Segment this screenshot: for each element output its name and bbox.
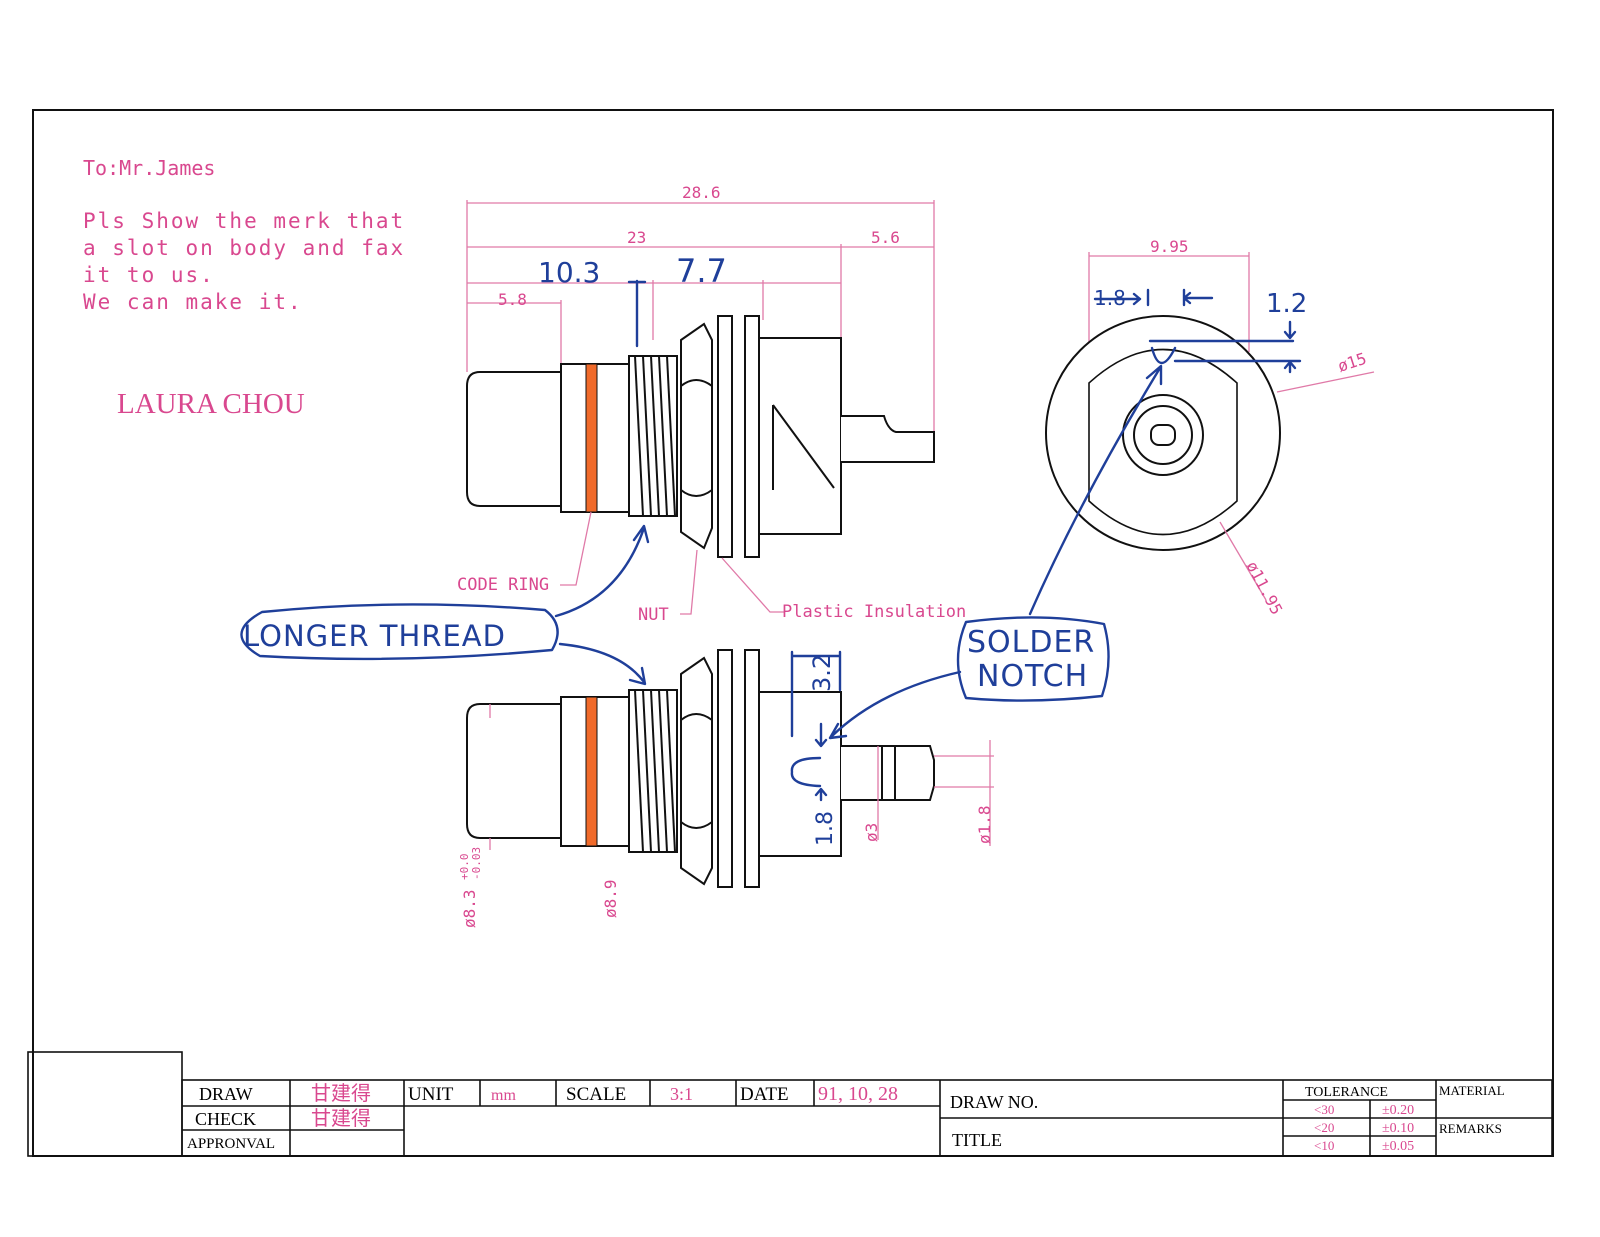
- dim-tip-dia: ø8.3: [460, 889, 479, 928]
- draw-label: DRAW: [199, 1084, 253, 1104]
- center-pin: [1150, 424, 1176, 446]
- nut-2: [680, 656, 713, 886]
- solder-notch-text-1: SOLDER: [967, 625, 1095, 660]
- date-label: DATE: [740, 1084, 789, 1105]
- tol-range-3: <10: [1314, 1138, 1334, 1153]
- note-line-4: We can make it.: [83, 290, 303, 314]
- dim-body-length: 23: [627, 228, 646, 247]
- note-line-1: Pls Show the merk that: [83, 209, 405, 233]
- pin-tip: [881, 745, 935, 801]
- outer-flange: [1045, 315, 1281, 551]
- callout-solder-notch: SOLDER NOTCH: [828, 364, 1163, 740]
- dim-tip-tol-plus: +0.0: [458, 854, 471, 881]
- unit-value: mm: [491, 1087, 516, 1104]
- check-name: 甘建得: [311, 1107, 371, 1130]
- tol-range-2: <20: [1314, 1120, 1334, 1135]
- notch-sketch: [1150, 346, 1177, 365]
- note-to: To:Mr.James: [83, 156, 215, 180]
- body-outline: [1088, 348, 1238, 536]
- note-line-3: it to us.: [83, 263, 215, 287]
- longer-thread-text: LONGER THREAD: [243, 619, 506, 653]
- plug-tip: [466, 371, 562, 507]
- hw-front-len: 10.3: [538, 256, 600, 289]
- dim-pin-dia: ø3: [862, 823, 881, 842]
- arrow-to-bottom-thread: [558, 642, 647, 686]
- label-nut: NUT: [638, 605, 669, 625]
- arrow-to-top-thread: [554, 524, 650, 618]
- dim-tip-length: 5.8: [498, 290, 527, 309]
- leader-labels: CODE RING NUT Plastic Insulation: [457, 511, 966, 625]
- material-label: MATERIAL: [1439, 1083, 1505, 1098]
- dim-flange-dia: ø11.95: [1242, 558, 1286, 618]
- dim-tab-dia: ø1.8: [975, 805, 994, 844]
- tol-value-3: ±0.05: [1382, 1139, 1414, 1154]
- arrow-to-end-notch: [1028, 364, 1163, 616]
- title-block: DRAW CHECK APPRONVAL 甘建得 甘建得 UNIT mm SCA…: [27, 1051, 1553, 1157]
- thread-lines: [634, 355, 676, 517]
- dim-total-length: 28.6: [682, 183, 721, 202]
- washer-3: [717, 649, 733, 888]
- remarks-label: REMARKS: [1439, 1121, 1502, 1136]
- washer-4: [744, 649, 760, 888]
- solder-notch-bubble: [956, 616, 1110, 702]
- code-ring-2: [585, 696, 598, 847]
- tol-value-1: ±0.20: [1382, 1103, 1414, 1118]
- tol-range-1: <30: [1314, 1102, 1334, 1117]
- scale-value: 3:1: [670, 1084, 693, 1104]
- hw-notch-height: 3.2: [808, 654, 836, 692]
- date-value: 91, 10, 28: [818, 1083, 898, 1105]
- request-note: To:Mr.James Pls Show the merk that a slo…: [83, 156, 405, 420]
- check-label: CHECK: [195, 1109, 256, 1129]
- label-code-ring: CODE RING: [457, 575, 549, 595]
- arrow-to-side-notch: [828, 670, 962, 740]
- side-view-top: 28.6 23 5.6 5.8: [466, 183, 935, 558]
- solder-notch-text-2: NOTCH: [977, 659, 1088, 694]
- hw-notch-w-side: 1.8: [813, 811, 838, 846]
- plug-tip-2: [466, 703, 562, 839]
- dim-tip-tol-minus: -0.03: [470, 847, 483, 880]
- label-plastic-insulation: Plastic Insulation: [782, 602, 966, 622]
- longer-thread-bubble: [240, 603, 559, 661]
- center-ring: [1122, 394, 1204, 476]
- dim-tail-length: 5.6: [871, 228, 900, 247]
- approval-label: APPRONVAL: [187, 1136, 275, 1152]
- title-label: TITLE: [952, 1130, 1002, 1150]
- washer-1: [717, 315, 733, 558]
- rear-body: [758, 337, 842, 535]
- nut: [680, 322, 713, 550]
- draw-name: 甘建得: [311, 1082, 371, 1105]
- draw-no-label: DRAW NO.: [950, 1092, 1038, 1112]
- hw-notch-width: 1.8: [1094, 286, 1126, 310]
- solder-notch-sketch: [790, 756, 822, 788]
- hw-notch-depth: 1.2: [1266, 289, 1307, 319]
- scale-label: SCALE: [566, 1084, 626, 1105]
- tol-value-2: ±0.10: [1382, 1121, 1414, 1136]
- solder-tab: [841, 415, 935, 463]
- note-line-2: a slot on body and fax: [83, 236, 405, 260]
- washer-2: [744, 315, 760, 558]
- tolerance-label: TOLERANCE: [1305, 1085, 1388, 1100]
- callout-longer-thread: LONGER THREAD: [240, 524, 650, 686]
- author-name: LAURA CHOU: [117, 388, 305, 420]
- dim-top-width: 9.95: [1150, 237, 1189, 256]
- hw-thread-len: 7.7: [676, 252, 727, 290]
- unit-label: UNIT: [408, 1084, 454, 1105]
- end-view: 9.95 1.8 1.2 ø15 ø11.95: [1045, 237, 1375, 618]
- code-ring: [585, 363, 598, 513]
- dim-thread-dia: ø8.9: [601, 879, 620, 918]
- side-view-bottom: 3.2 1.8 ø8.3 +0.0 -0.03 ø8.9 ø3 ø1.8: [458, 649, 994, 928]
- rear-body-2: [758, 691, 842, 857]
- dim-outer-dia: ø15: [1335, 349, 1368, 376]
